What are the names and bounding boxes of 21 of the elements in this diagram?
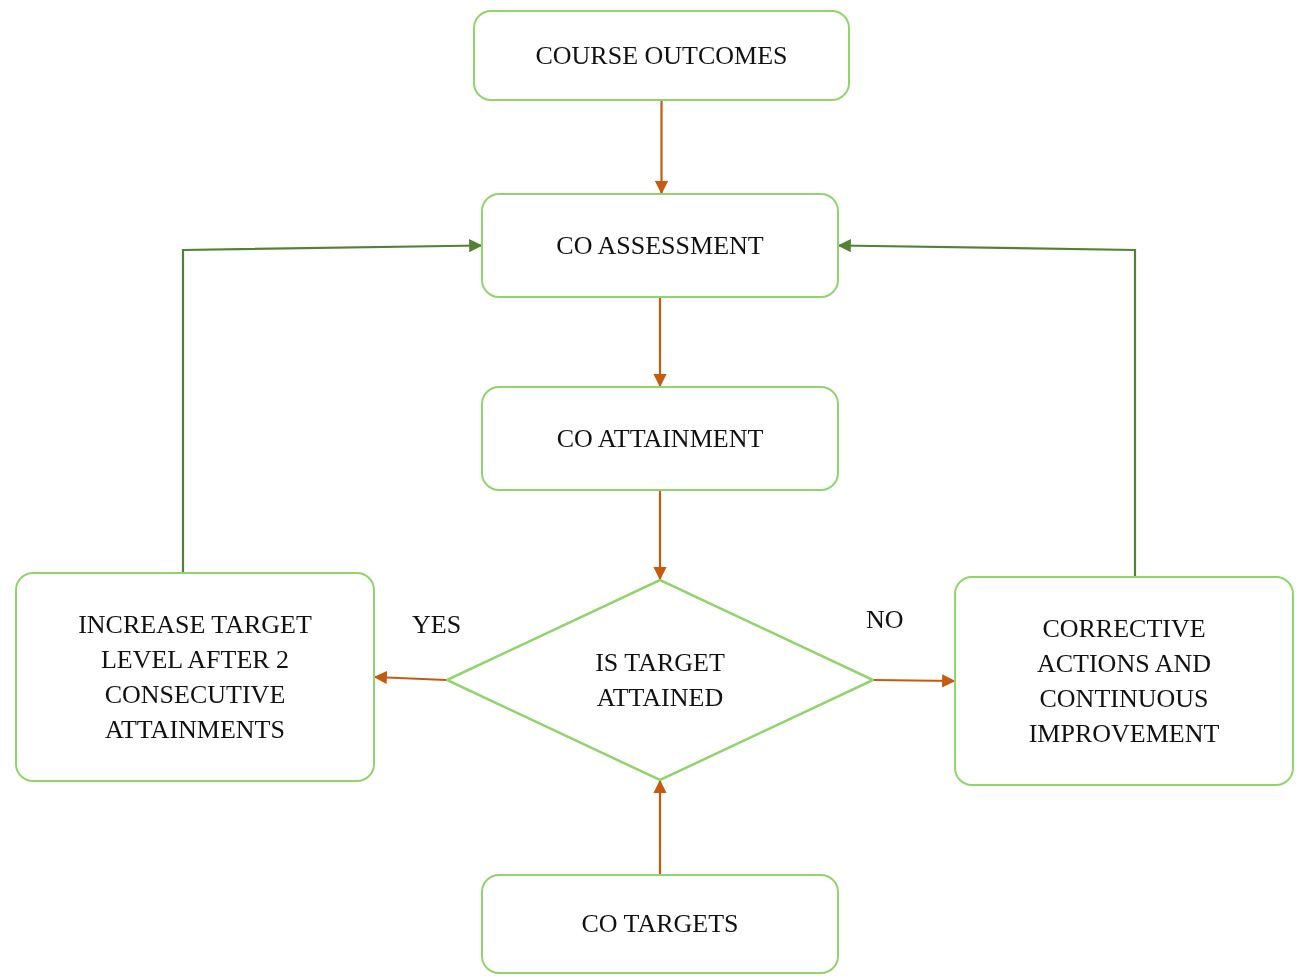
- node-text: COURSE OUTCOMES: [535, 39, 788, 72]
- process-box: [481, 874, 839, 974]
- node-text: CO ATTAINMENT: [556, 422, 764, 455]
- arrow: [653, 491, 667, 581]
- arrow: [837, 239, 1137, 576]
- process-box: [15, 572, 375, 782]
- process-box: [954, 576, 1294, 786]
- arrow: [654, 101, 669, 195]
- process-box: [481, 193, 839, 298]
- node-text: CO ASSESSMENT: [556, 229, 764, 262]
- process-box: [473, 10, 850, 101]
- process-box: [481, 386, 839, 491]
- node-text: CORRECTIVE ACTIONS AND CONTINUOUS IMPROVEMENT: [1027, 612, 1221, 751]
- arrow: [181, 239, 483, 572]
- arrow: [874, 674, 956, 688]
- node-text: INCREASE TARGET LEVEL AFTER 2 CONSECUTIVE ATTAINMENTS: [77, 608, 313, 747]
- node-text: IS TARGET ATTAINED: [594, 646, 726, 714]
- arrow: [653, 779, 667, 874]
- arrow: [373, 670, 447, 685]
- node-text: CO TARGETS: [581, 908, 739, 941]
- arrow: [653, 298, 667, 388]
